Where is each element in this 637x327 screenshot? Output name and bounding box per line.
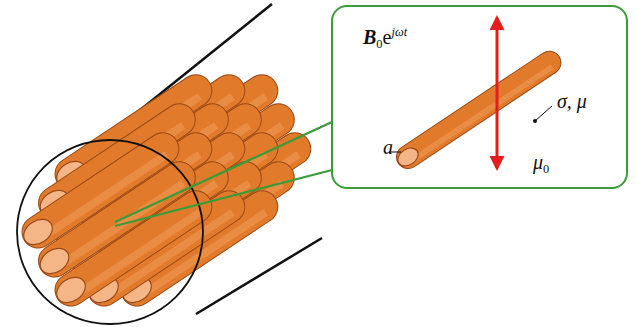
zoom-line bbox=[115, 170, 332, 226]
leader-dot bbox=[533, 119, 537, 123]
permeability-label: μ0 bbox=[533, 150, 549, 177]
strand-bundle bbox=[19, 91, 299, 308]
strand bbox=[52, 207, 200, 308]
zoom-panel: B0ejωt a σ, μ μ0 bbox=[331, 5, 628, 189]
radius-label: a bbox=[383, 135, 393, 159]
bundle-outline bbox=[17, 140, 203, 324]
field-arrow bbox=[496, 18, 499, 168]
leader-line bbox=[535, 106, 552, 121]
material-label: σ, μ bbox=[557, 89, 587, 113]
strand bbox=[394, 63, 552, 170]
single-strand bbox=[394, 63, 552, 170]
zoom-line bbox=[115, 122, 332, 222]
field-label: B0ejωt bbox=[363, 25, 407, 52]
